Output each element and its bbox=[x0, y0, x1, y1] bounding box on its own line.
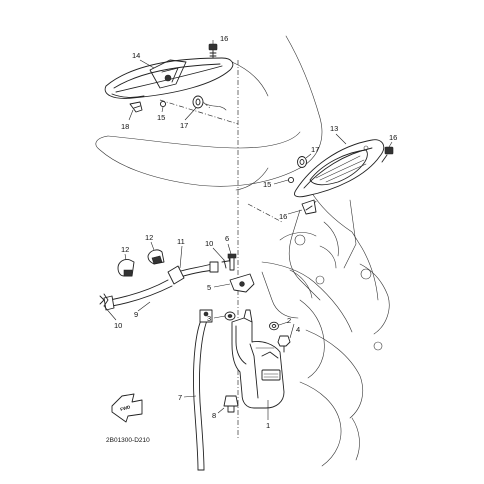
callout-16-top: 16 bbox=[220, 34, 228, 43]
part-12-clamp-a bbox=[117, 259, 135, 277]
part-8-drain-cap bbox=[223, 395, 239, 413]
callout-8: 8 bbox=[212, 411, 216, 420]
leader-lines bbox=[103, 40, 393, 420]
part-16-bolt-top bbox=[208, 43, 218, 59]
part-12-clamp-b bbox=[147, 249, 165, 265]
part-15-clip-top bbox=[159, 100, 167, 108]
part-6-screw bbox=[227, 253, 237, 271]
part-13-air-scoop-side bbox=[294, 139, 385, 198]
part-2-collar bbox=[269, 321, 279, 331]
part-16-clip-lower bbox=[301, 199, 317, 215]
callout-17-top: 17 bbox=[180, 121, 188, 130]
part-4-bolt bbox=[277, 335, 291, 353]
callout-15-side: 15 bbox=[263, 180, 271, 189]
part-15-clip-side bbox=[287, 176, 295, 184]
callout-5: 5 bbox=[207, 283, 211, 292]
callout-labels: 14 16 18 15 17 13 16 17 15 16 12 12 11 1… bbox=[114, 34, 397, 430]
callout-3: 3 bbox=[207, 314, 211, 323]
part-9-pipe bbox=[103, 279, 173, 311]
callout-12-b: 12 bbox=[145, 233, 153, 242]
callout-13: 13 bbox=[330, 124, 338, 133]
callout-10-lower: 10 bbox=[114, 321, 122, 330]
part-11-hose bbox=[167, 261, 219, 285]
callout-11: 11 bbox=[177, 237, 185, 246]
callout-2: 2 bbox=[287, 316, 291, 325]
fwd-label: FWD bbox=[120, 404, 132, 412]
callout-16-lower: 16 bbox=[279, 212, 287, 221]
callout-4: 4 bbox=[296, 325, 300, 334]
callout-16-side: 16 bbox=[389, 133, 397, 142]
callout-7: 7 bbox=[178, 393, 182, 402]
part-17-grommet-side bbox=[297, 156, 307, 168]
callout-12-a: 12 bbox=[121, 245, 129, 254]
callout-6: 6 bbox=[225, 234, 229, 243]
callout-9: 9 bbox=[134, 310, 138, 319]
fwd-arrow-icon: FWD bbox=[111, 393, 143, 423]
part-10-clip-lower bbox=[99, 293, 109, 307]
part-5-bracket bbox=[229, 273, 255, 293]
part-14-air-scoop-upper bbox=[104, 57, 234, 99]
part-18-clip bbox=[129, 101, 143, 113]
callout-15-top: 15 bbox=[157, 113, 165, 122]
callout-14: 14 bbox=[132, 51, 140, 60]
part-1-reservoir-tank bbox=[231, 309, 285, 409]
diagram-code: 2B01300-D210 bbox=[106, 437, 150, 444]
seat-outline bbox=[95, 35, 323, 191]
callout-17-side: 17 bbox=[311, 145, 319, 154]
part-17-grommet-top bbox=[192, 95, 227, 111]
part-7-overflow-hose bbox=[193, 309, 213, 471]
callout-18: 18 bbox=[121, 122, 129, 131]
callout-1: 1 bbox=[266, 421, 270, 430]
callout-10-upper: 10 bbox=[205, 239, 213, 248]
frame-outline bbox=[261, 189, 390, 467]
part-3-grommet bbox=[224, 311, 236, 321]
